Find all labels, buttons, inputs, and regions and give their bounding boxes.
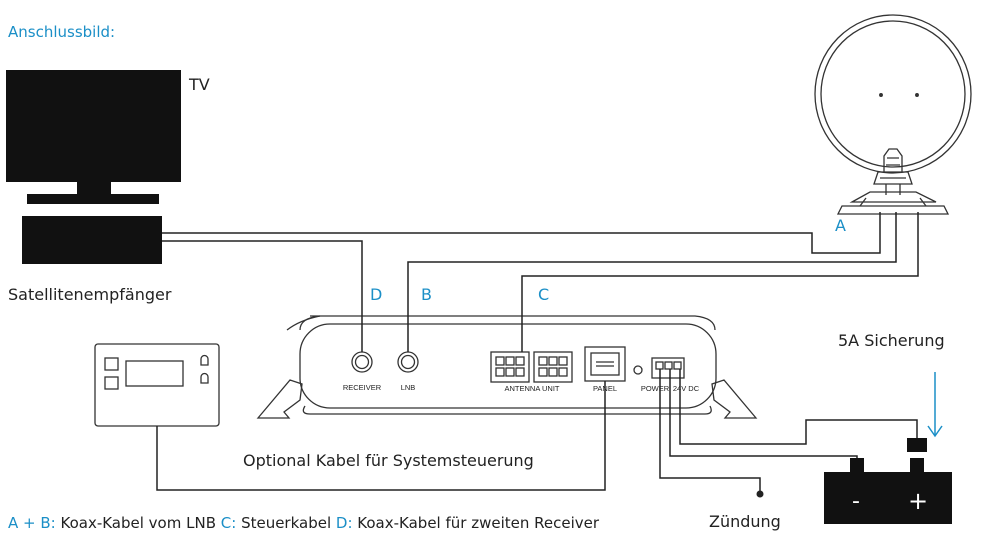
cable-letter-d: D bbox=[370, 285, 383, 304]
cables bbox=[156, 212, 919, 492]
cable-minus bbox=[669, 369, 858, 458]
receiver-label: Satellitenempfänger bbox=[8, 285, 172, 304]
legend-key-ab: A + B: bbox=[8, 514, 56, 532]
legend-key-d: D: bbox=[335, 514, 353, 532]
cable-ignition bbox=[659, 369, 761, 492]
control-panel-icon bbox=[94, 343, 220, 427]
ignition-label: Zündung bbox=[709, 512, 781, 531]
cable-letter-c: C bbox=[538, 285, 550, 304]
ignition-terminal-icon bbox=[756, 490, 764, 498]
cable-letter-a: A bbox=[835, 216, 846, 235]
satellite-dish-icon bbox=[814, 14, 972, 215]
port-label-power: POWER bbox=[641, 384, 670, 393]
optional-cable-label: Optional Kabel für Systemsteuerung bbox=[243, 451, 534, 470]
cable-letter-b: B bbox=[421, 285, 432, 304]
port-label-receiver: RECEIVER bbox=[343, 383, 382, 392]
port-label-24v-dc: 24V DC bbox=[673, 384, 700, 393]
port-label-lnb: LNB bbox=[401, 383, 416, 392]
port-label-antenna-unit: ANTENNA UNIT bbox=[504, 384, 559, 393]
tv-label: TV bbox=[189, 75, 210, 94]
diagram-title: Anschlussbild: bbox=[8, 23, 116, 41]
cable-c bbox=[521, 212, 919, 352]
battery-plus-label: + bbox=[908, 487, 928, 515]
battery-minus-label: - bbox=[852, 489, 860, 514]
control-box bbox=[256, 315, 758, 419]
cable-plus bbox=[679, 369, 918, 445]
cable-b bbox=[407, 212, 897, 352]
cable-d bbox=[162, 240, 363, 352]
legend: A + B: Koax-Kabel vom LNB C: Steuerkabel… bbox=[8, 514, 599, 532]
fuse-arrow-icon bbox=[927, 372, 943, 438]
fuse-label: 5A Sicherung bbox=[838, 331, 945, 350]
legend-text-ab: Koax-Kabel vom LNB bbox=[55, 514, 221, 532]
legend-text-c: Steuerkabel bbox=[236, 514, 336, 532]
legend-key-c: C: bbox=[220, 514, 237, 532]
tv-icon bbox=[6, 70, 181, 204]
cable-panel bbox=[156, 381, 606, 491]
cable-a bbox=[162, 212, 881, 254]
satellite-receiver-icon bbox=[22, 216, 162, 264]
battery-icon bbox=[824, 438, 952, 524]
legend-text-d: Koax-Kabel für zweiten Receiver bbox=[352, 514, 600, 532]
